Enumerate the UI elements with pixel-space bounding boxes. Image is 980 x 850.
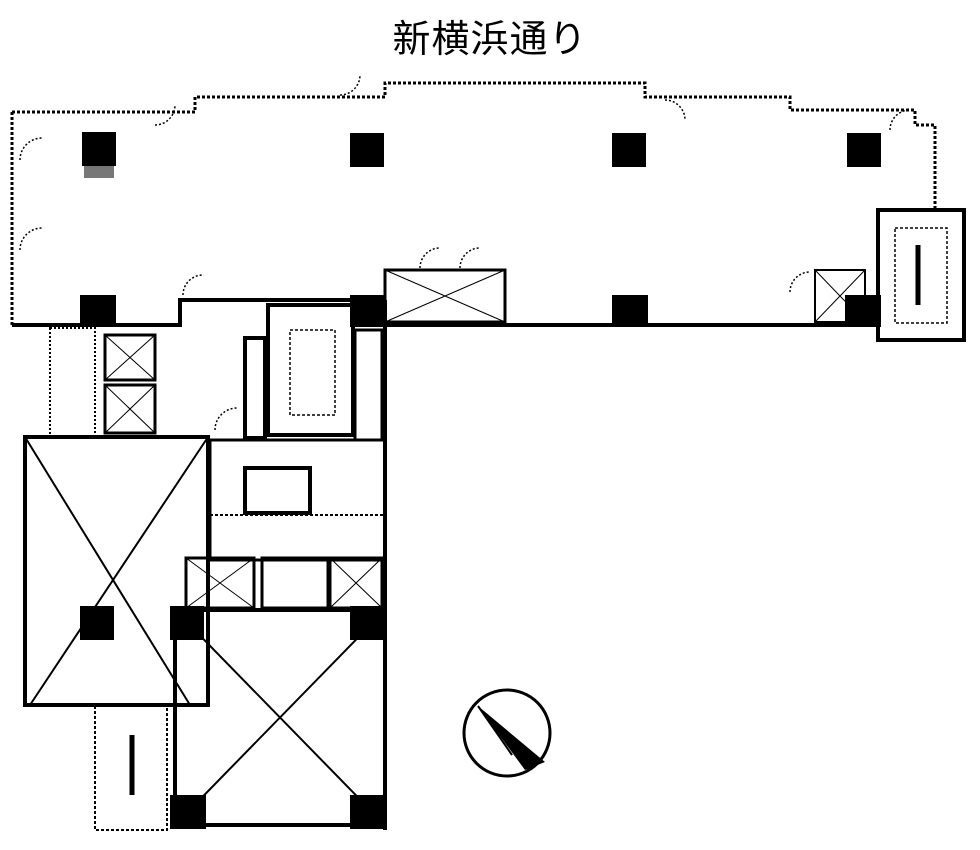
right-stair-inner <box>894 227 948 324</box>
void-lower <box>173 608 387 827</box>
column <box>80 295 116 327</box>
column <box>80 606 114 640</box>
shaft-cross <box>185 557 255 609</box>
lower-stair <box>94 704 168 831</box>
elevator-1 <box>103 333 157 382</box>
column <box>350 795 386 829</box>
column-hatch <box>84 166 114 178</box>
elevator-hall <box>49 327 96 439</box>
column <box>82 132 116 166</box>
void-cross <box>24 436 209 706</box>
restroom-partition <box>243 466 312 515</box>
void-cross <box>174 609 386 826</box>
north-arrow-icon <box>462 688 552 778</box>
exterior-wall <box>12 81 937 210</box>
door-swing <box>19 74 911 431</box>
restroom-area <box>208 438 387 562</box>
shaft-cross <box>329 557 383 609</box>
service-room <box>353 328 384 442</box>
street-name-label: 新横浜通り <box>392 17 588 61</box>
column <box>170 795 206 829</box>
small-shaft-mid <box>260 556 330 610</box>
column <box>847 133 881 167</box>
column <box>350 606 386 640</box>
central-stair <box>266 303 355 437</box>
corridor-wall <box>243 336 267 440</box>
right-stair-room <box>876 208 966 342</box>
elevator-cross <box>104 334 156 381</box>
elevator-2 <box>103 383 157 435</box>
columns <box>80 132 881 829</box>
column <box>350 295 386 327</box>
column <box>612 133 646 167</box>
elevator-cross <box>104 384 156 434</box>
column <box>612 295 648 327</box>
column <box>170 606 204 640</box>
column <box>845 295 881 327</box>
column <box>350 133 384 167</box>
central-stair-inner <box>289 329 336 416</box>
shaft-cross <box>384 269 506 323</box>
